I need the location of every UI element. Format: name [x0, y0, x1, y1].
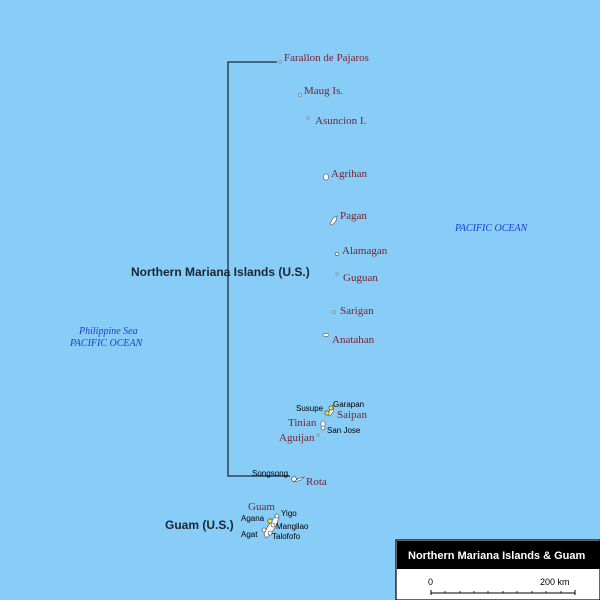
maug-island-shape — [298, 93, 302, 97]
san-jose-marker — [320, 425, 326, 431]
saipan-label: Saipan — [337, 409, 367, 421]
maug-label: Maug Is. — [304, 85, 343, 97]
legend-title-bar — [397, 541, 600, 569]
scale-bar-ticks — [444, 591, 562, 593]
legend-box: Northern Mariana Islands & Guam 0 200 km — [395, 539, 600, 600]
agrihan-island-shape — [323, 173, 329, 181]
songsong-marker — [291, 476, 297, 482]
pagan-island-shape — [329, 215, 338, 226]
farallon-island-shape — [278, 60, 282, 64]
mangilao-label: Mangilao — [276, 522, 309, 531]
talofofo-label: Talofofo — [272, 532, 301, 541]
alamagan-label: Alamagan — [342, 245, 388, 257]
pagan-label: Pagan — [340, 210, 367, 222]
yigo-marker — [274, 513, 280, 519]
agrihan-label: Agrihan — [331, 168, 368, 180]
farallon-label: Farallon de Pajaros — [284, 52, 369, 64]
anatahan-label: Anatahan — [332, 334, 375, 346]
guguan-label: Guguan — [343, 272, 378, 284]
agana-marker — [267, 518, 273, 524]
agat-marker — [261, 527, 267, 533]
agat-label: Agat — [241, 530, 258, 539]
guam-label: Guam — [248, 501, 275, 513]
san-jose-label: San Jose — [327, 426, 361, 435]
yigo-label: Yigo — [281, 509, 297, 518]
anatahan-island-shape — [322, 333, 330, 337]
cnmi-bracket — [227, 61, 290, 477]
pacific-ocean-east-label: PACIFIC OCEAN — [454, 223, 529, 234]
cnmi-region-label: Northern Mariana Islands (U.S.) — [131, 265, 310, 279]
alamagan-island-shape — [335, 252, 339, 256]
scale-end-label: 200 km — [540, 577, 570, 587]
mangilao-marker — [270, 522, 276, 528]
songsong-label: Songsong — [252, 469, 288, 478]
legend-title: Northern Mariana Islands & Guam — [408, 550, 585, 562]
guam-region-label: Guam (U.S.) — [165, 518, 234, 532]
rota-label: Rota — [306, 476, 327, 488]
asuncion-label: Asuncion I. — [315, 115, 367, 127]
sarigan-island-shape — [332, 310, 336, 314]
garapan-label: Garapan — [333, 400, 364, 409]
susupe-label: Susupe — [296, 404, 324, 413]
scale-start-label: 0 — [428, 577, 433, 587]
aguijan-island-shape — [316, 433, 320, 437]
garapan-marker — [328, 405, 334, 411]
philippine-sea-label: Philippine Sea — [78, 326, 138, 337]
agana-label: Agana — [241, 514, 265, 523]
aguijan-label: Aguijan — [279, 432, 315, 444]
susupe-marker — [324, 410, 330, 416]
guguan-island-shape — [335, 272, 339, 276]
talofofo-marker — [267, 530, 273, 536]
scale-bar — [430, 590, 576, 595]
sarigan-label: Sarigan — [340, 305, 374, 317]
pacific-ocean-west-label: PACIFIC OCEAN — [69, 338, 144, 349]
tinian-label: Tinian — [288, 417, 317, 429]
asuncion-island-shape — [306, 116, 310, 120]
